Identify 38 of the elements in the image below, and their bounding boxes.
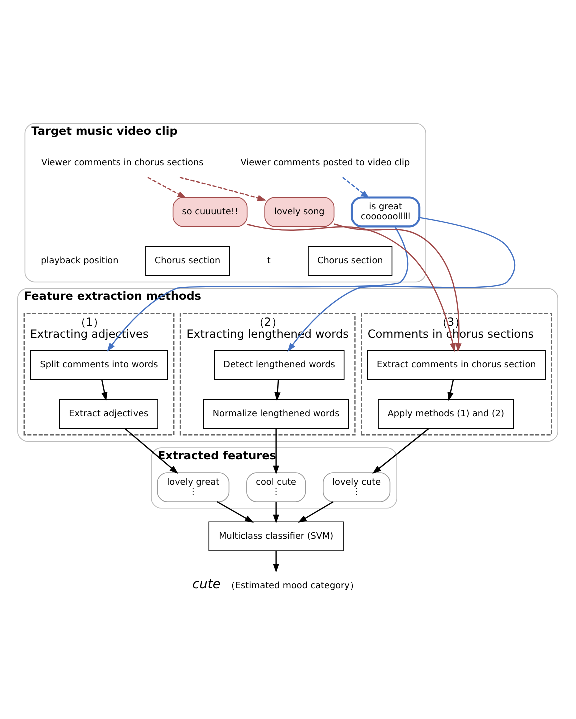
arrow xyxy=(107,226,409,352)
node-box: cool cute ⋮ xyxy=(246,472,306,502)
node-box: Chorus section xyxy=(146,246,230,276)
label: playback position xyxy=(41,256,119,267)
arrow xyxy=(273,502,280,524)
node-box: Split comments into words xyxy=(30,350,168,380)
arrow xyxy=(448,380,454,402)
arrow xyxy=(273,551,280,573)
arrow xyxy=(180,177,267,202)
node-text: Viewer comments in chorus sections xyxy=(41,158,204,168)
arrow xyxy=(274,380,281,402)
node-text: Viewer comments posted to video clip xyxy=(240,158,410,168)
node-box: Normalize lengthened words xyxy=(203,399,350,430)
arrow xyxy=(342,177,370,199)
arrow xyxy=(101,380,108,402)
arrow xyxy=(334,224,462,352)
node-box: Extract adjectives xyxy=(59,399,158,430)
arrow xyxy=(247,224,456,352)
node-text: cute xyxy=(192,578,221,593)
node-box: Apply methods (1) and (2) xyxy=(378,399,514,430)
node-box: Detect lengthened words xyxy=(214,350,345,380)
node-box: lovely great ⋮ xyxy=(157,472,230,502)
node-box: Chorus section xyxy=(308,246,393,276)
arrow xyxy=(273,428,280,475)
arrow xyxy=(298,502,334,523)
node-label: （Estimated mood category） xyxy=(226,582,359,592)
node-box: is great coooooolllll xyxy=(350,196,421,228)
arrow xyxy=(372,428,430,474)
node-box: Multiclass classifier (SVM) xyxy=(208,522,344,552)
node-box: lovely cute ⋮ xyxy=(323,472,391,502)
arrow xyxy=(288,217,516,352)
node-box: Extract comments in chorus section xyxy=(367,350,546,380)
arrow xyxy=(217,502,254,523)
arrow xyxy=(148,177,187,199)
arrow xyxy=(124,428,179,474)
node-box: so cuuuute!! xyxy=(172,197,248,228)
node-box: lovely song xyxy=(264,197,335,228)
label: t xyxy=(267,256,271,267)
